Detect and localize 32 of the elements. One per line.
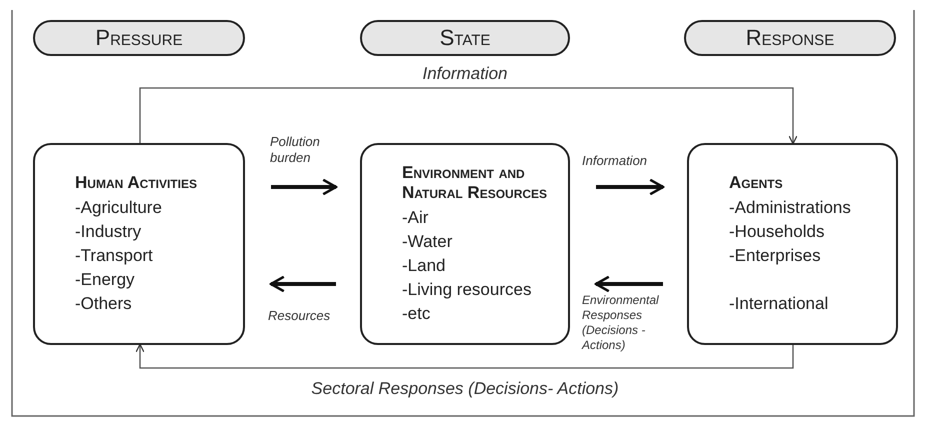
list-item: -etc [402,302,432,324]
process-box [687,143,898,345]
arrow [596,178,664,196]
list-item: -Agriculture [75,196,163,218]
category-pill [684,20,896,56]
list-item: -International [729,292,830,314]
category-label: State [440,25,490,51]
list-item: -Enterprises [729,244,822,266]
list-item: -Land [402,254,446,276]
box-heading: Agents [729,172,784,192]
list-item: -Industry [75,220,142,242]
box-heading: Environment and Natural Resources [402,162,548,202]
process-box [360,143,570,345]
list-item: -Administrations [729,196,852,218]
arrow [139,87,798,144]
arrow [136,344,794,369]
category-label: Response [746,25,834,51]
arrow [271,178,338,196]
list-item: -Households [729,220,826,242]
list-item: -Living resources [402,278,532,300]
list-item: -Air [402,206,430,228]
category-pill [360,20,570,56]
list-item: -Transport [75,244,154,266]
category-label: Pressure [95,25,183,51]
arrow [594,276,663,292]
box-heading: Human Activities [75,172,198,192]
arrow [270,276,336,292]
list-item: -Energy [75,268,136,290]
process-box [33,143,245,345]
category-pill [33,20,245,56]
list-item: -Water [402,230,454,252]
list-item: -Others [75,292,133,314]
